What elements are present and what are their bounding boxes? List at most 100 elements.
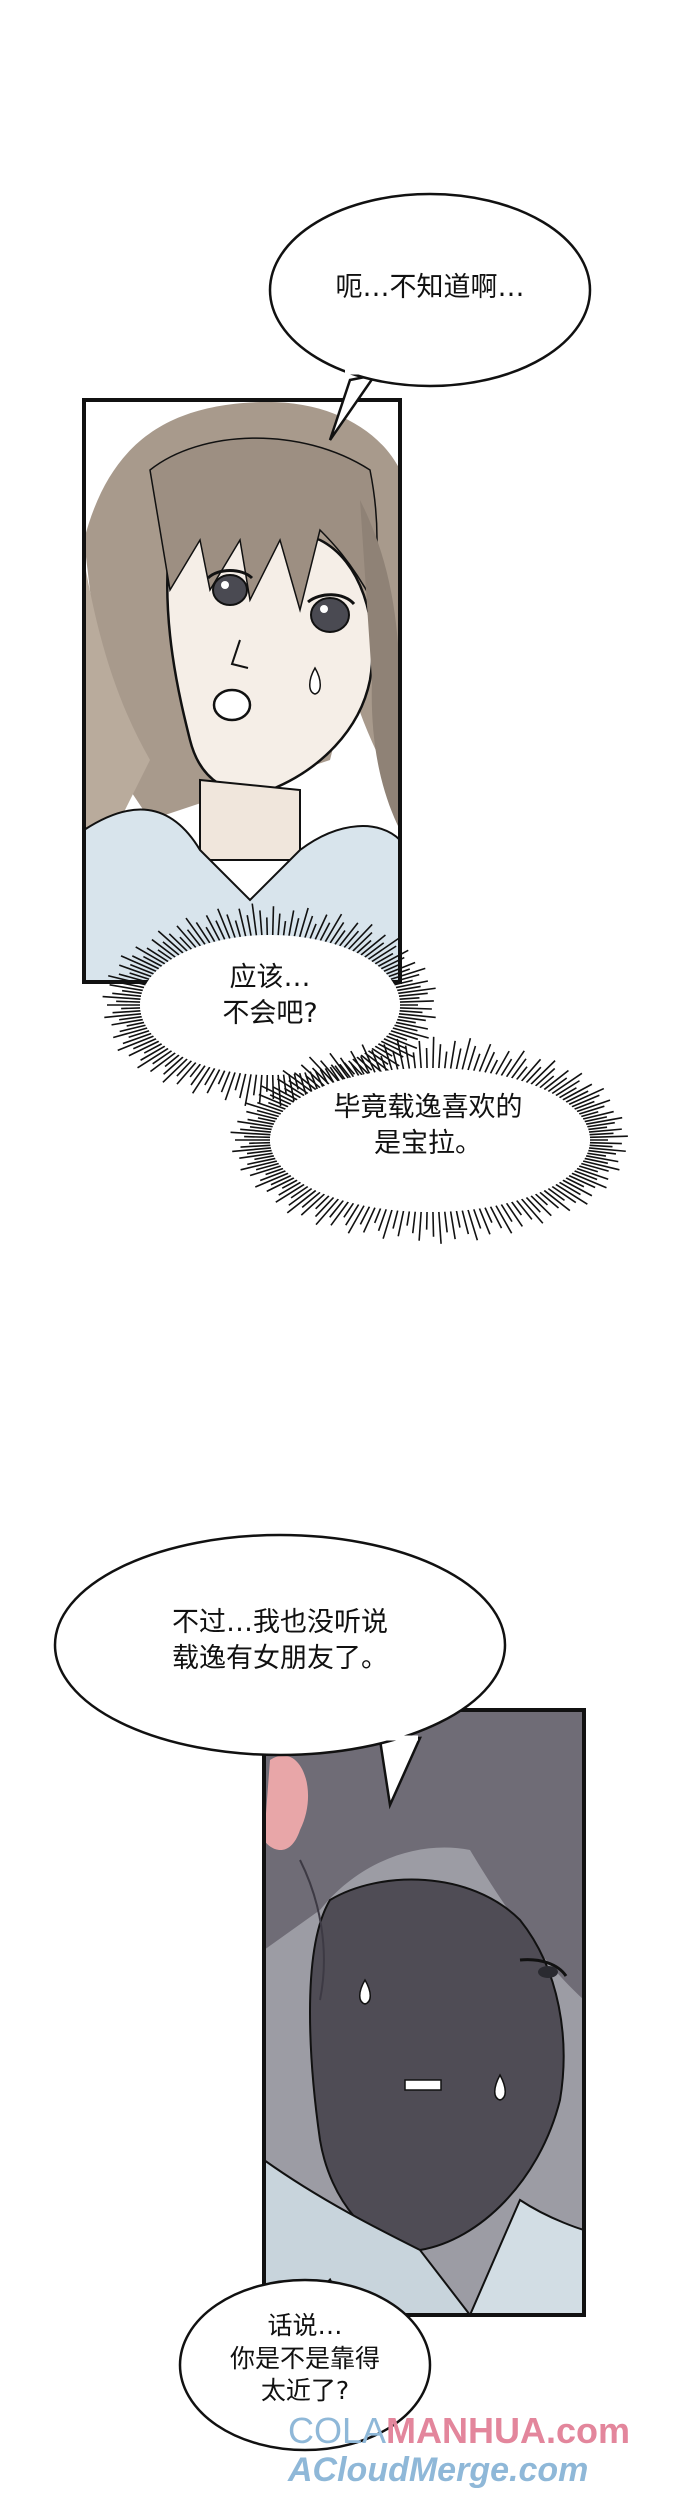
burst-spike [300, 1064, 325, 1087]
burst-spike [539, 1191, 560, 1209]
burst-spike [244, 1135, 271, 1139]
burst-spike [129, 972, 150, 980]
burst-spike [521, 1198, 544, 1224]
burst-spike [377, 1043, 404, 1058]
burst-spike [374, 1045, 393, 1057]
burst-spike [443, 1051, 448, 1069]
burst-spike [146, 947, 169, 963]
burst-spike [588, 1126, 608, 1131]
burst-spike [275, 1183, 305, 1203]
burst-spike [535, 1067, 556, 1087]
burst-spike [163, 1056, 184, 1075]
burst-spike [311, 1067, 330, 1085]
thought-burst-2 [102, 903, 436, 1107]
burst-spike [539, 1075, 555, 1089]
burst-spike [135, 946, 166, 965]
burst-spike [117, 1035, 154, 1052]
burst-spike [240, 1144, 271, 1148]
burst-spike [397, 985, 421, 992]
burst-spike [205, 926, 216, 943]
burst-spike [438, 1044, 442, 1069]
burst-spike [449, 1211, 456, 1240]
burst-spike [350, 1050, 365, 1075]
burst-spike [281, 1179, 298, 1189]
burst-spike [129, 963, 154, 975]
burst-spike [191, 1066, 211, 1094]
bubble-3-line-1: 毕竟载逸喜欢的 [333, 1092, 523, 1123]
burst-spike [276, 1078, 305, 1097]
burst-spike [589, 1132, 614, 1136]
burst-spike [374, 952, 394, 965]
burst-spike [585, 1155, 619, 1163]
burst-spike [278, 1181, 301, 1196]
burst-spike [360, 1055, 371, 1074]
burst-spike [395, 980, 429, 989]
burst-spike [205, 915, 221, 941]
burst-spike [438, 1211, 442, 1244]
burst-spike [377, 1208, 387, 1232]
burst-spike [246, 1149, 272, 1155]
burst-spike [118, 973, 148, 983]
burst-spike [484, 1051, 496, 1073]
burst-spike [339, 922, 359, 947]
burst-spike [237, 1120, 273, 1128]
burst-spike [377, 949, 409, 967]
burst-spike [392, 1027, 429, 1039]
burst-spike [343, 930, 360, 949]
burst-spike [399, 1010, 423, 1014]
burst-spike [157, 949, 173, 960]
bubble-5-line-1: 话说… [267, 2311, 343, 2340]
burst-spike [473, 1208, 482, 1229]
panel-1-art [84, 400, 400, 982]
burst-spike [282, 920, 287, 936]
burst-spike [329, 921, 345, 944]
burst-spike [247, 1157, 276, 1166]
burst-spike [334, 930, 346, 945]
burst-spike [565, 1177, 585, 1188]
burst-spike [574, 1100, 595, 1110]
burst-spike [404, 1045, 411, 1069]
burst-spike [251, 903, 258, 936]
burst-spike [565, 1090, 589, 1103]
burst-spike [399, 997, 420, 1000]
burst-spike [226, 914, 236, 938]
burst-spike [309, 923, 317, 939]
burst-spike [530, 1060, 556, 1085]
burst-spike [555, 1080, 580, 1097]
burst-spike [314, 914, 328, 940]
burst-spike [388, 1032, 408, 1041]
burst-spike [319, 922, 331, 941]
burst-spike [352, 931, 373, 952]
watermark-manhua: MANHUA [386, 2410, 547, 2451]
burst-spike [383, 1044, 393, 1071]
burst-spike [246, 915, 252, 936]
burst-spike [234, 1072, 242, 1091]
burst-spike [535, 1193, 549, 1206]
burst-spike [347, 1205, 365, 1234]
burst-spike [584, 1116, 608, 1123]
burst-spike [186, 929, 201, 947]
burst-spike [143, 1043, 163, 1054]
burst-spike [367, 937, 400, 960]
burst-spike [168, 933, 188, 952]
burst-spike [151, 938, 176, 958]
bubble-2-line-1: 应该… [229, 962, 311, 993]
burst-spike [271, 1074, 275, 1100]
burst-spike [157, 930, 184, 954]
burst-spike [383, 963, 401, 973]
burst-spike [349, 1062, 360, 1076]
burst-spike [270, 1174, 292, 1186]
burst-spike [505, 1050, 525, 1078]
burst-spike [555, 1183, 588, 1205]
burst-spike [455, 1210, 461, 1228]
burst-spike [232, 1147, 272, 1153]
burst-spike [238, 908, 247, 937]
burst-spike [380, 956, 405, 970]
burst-spike [587, 1121, 615, 1128]
burst-spike [581, 1162, 609, 1172]
burst-spike [588, 1147, 626, 1153]
burst-spike [559, 1181, 581, 1196]
speech-bubble-1 [268, 192, 592, 441]
burst-spike [495, 1050, 510, 1075]
